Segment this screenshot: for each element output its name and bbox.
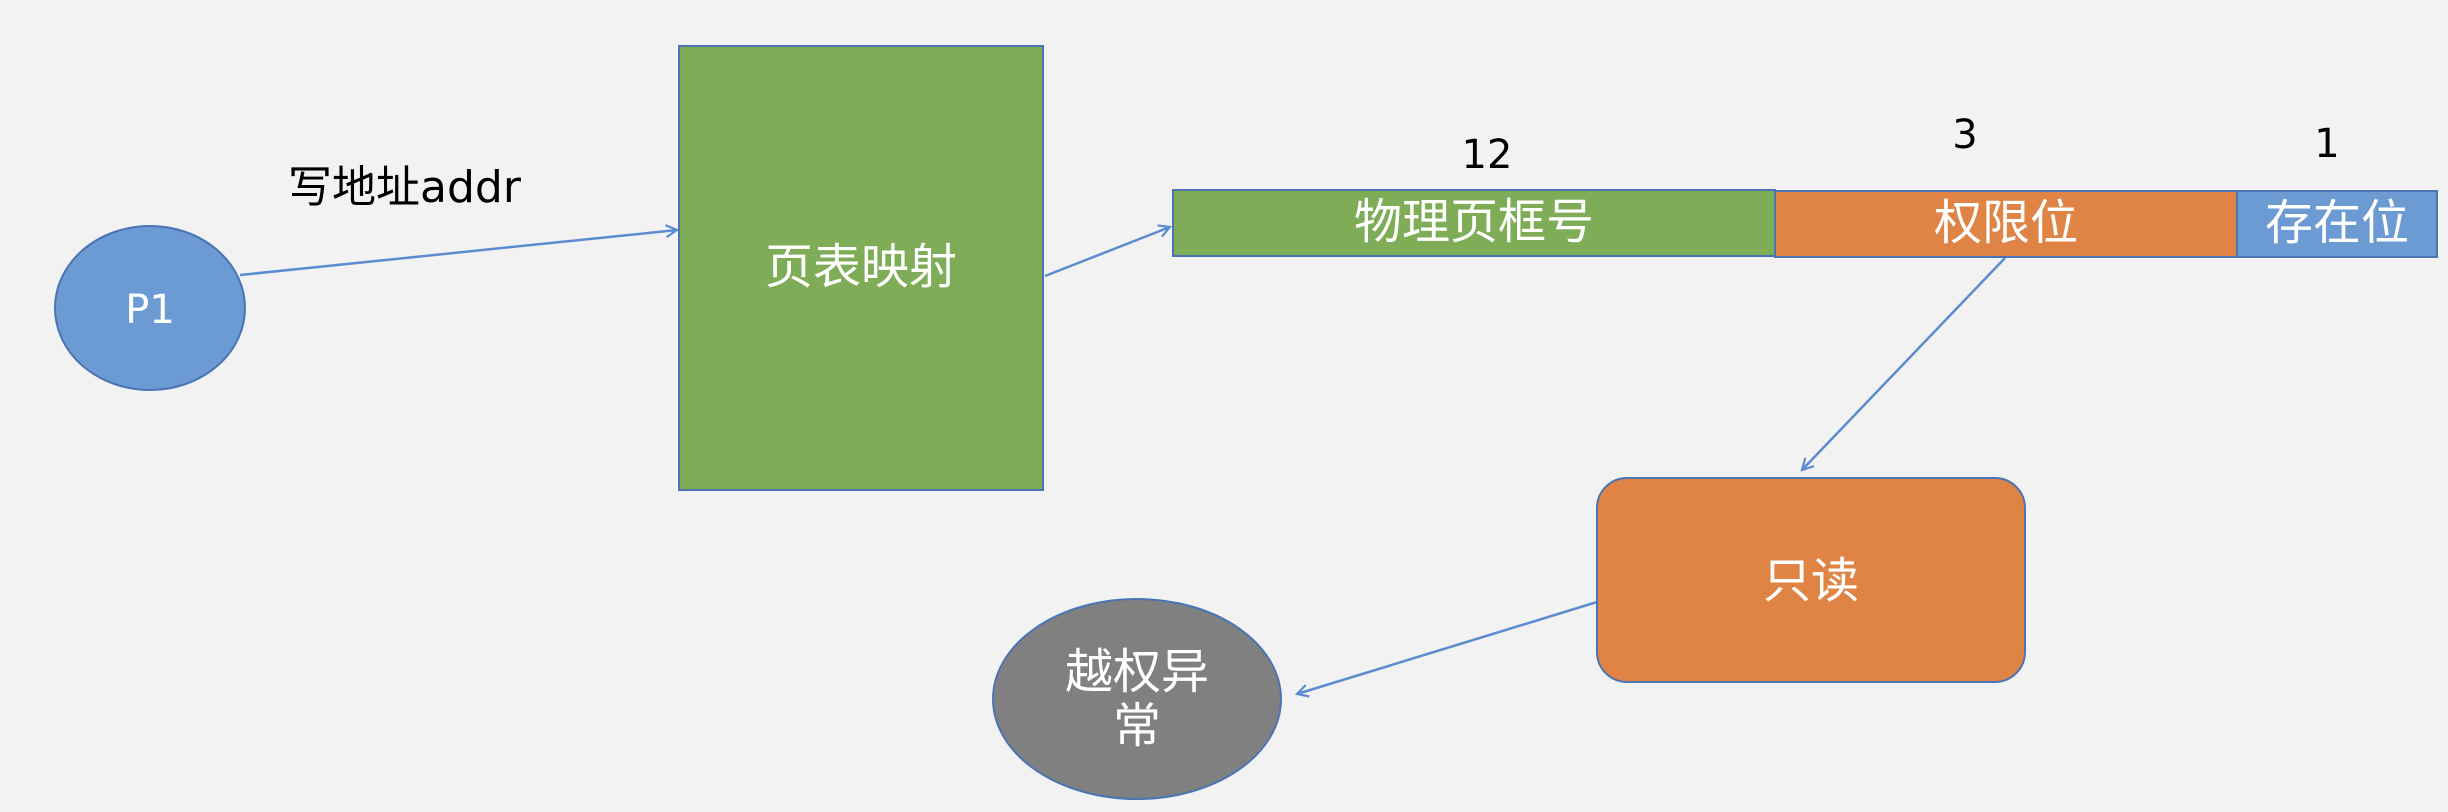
edge-read-only-to-violation xyxy=(1297,600,1598,694)
permission-bits-field xyxy=(1774,190,2238,258)
frame-number-label: 物理页框号 xyxy=(1354,194,1594,250)
violation-label-line2: 常 xyxy=(1113,698,1161,754)
violation-node xyxy=(992,598,1282,800)
write-address-label: 写地址addr xyxy=(288,162,522,213)
frame-number-width: 12 xyxy=(1462,132,1513,178)
process-label: P1 xyxy=(125,287,175,333)
page-table-box xyxy=(678,45,1044,491)
permission-bits-width: 3 xyxy=(1952,112,1977,158)
present-bit-field xyxy=(2236,190,2438,258)
permission-bits-label: 权限位 xyxy=(1934,195,2078,251)
frame-number-field xyxy=(1172,189,1776,257)
edge-permission-to-read-only xyxy=(1802,257,2006,470)
present-bit-width: 1 xyxy=(2314,121,2339,167)
read-only-label: 只读 xyxy=(1763,553,1859,609)
violation-label-line1: 越权异 xyxy=(1065,644,1209,700)
process-node xyxy=(54,225,246,391)
page-table-label: 页表映射 xyxy=(765,239,957,295)
edge-page-table-to-entry xyxy=(1044,227,1170,278)
read-only-box xyxy=(1596,477,2026,683)
present-bit-label: 存在位 xyxy=(2265,195,2409,251)
edge-p1-to-page-table xyxy=(239,230,677,277)
